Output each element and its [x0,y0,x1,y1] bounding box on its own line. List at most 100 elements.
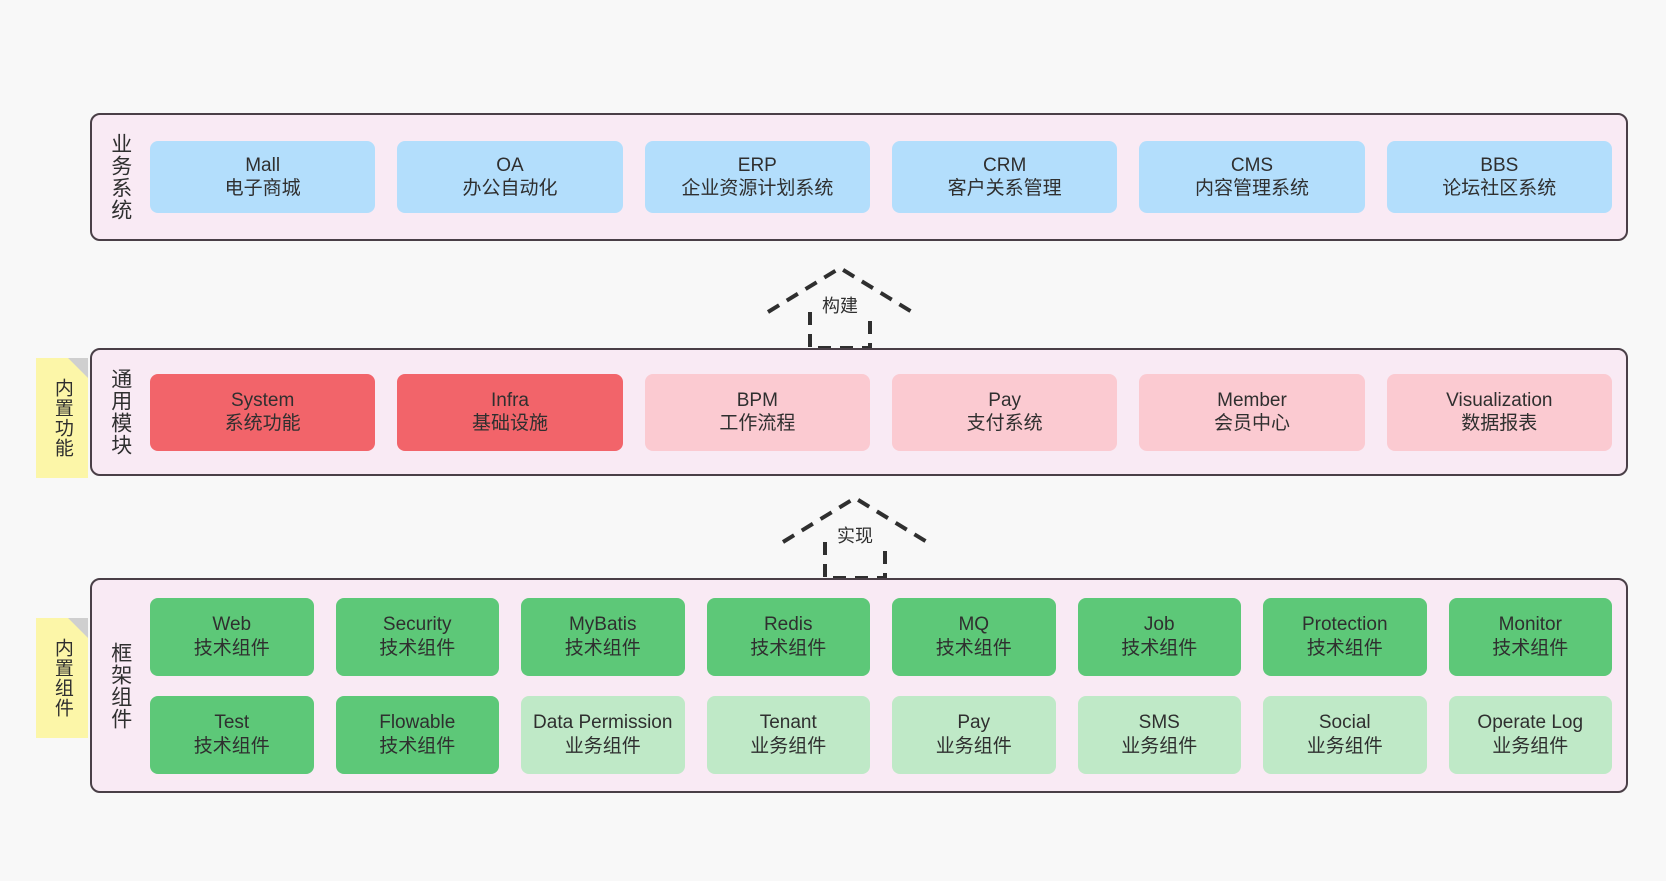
node-label-cn: 系统功能 [224,413,301,434]
node-cms[interactable]: CMS 内容管理系统 [1139,141,1365,213]
node-label-en: Pay [957,712,991,734]
node-label-en: Security [382,614,452,636]
node-oa[interactable]: OA 办公自动化 [397,141,623,213]
node-label-en: Mall [245,154,281,176]
node-label-cn: 技术组件 [379,637,456,659]
note-fold-icon [68,618,88,638]
node-label-cn: 技术组件 [379,735,456,757]
node-label-en: Web [212,614,252,636]
node-system[interactable]: System 系统功能 [150,373,376,451]
node-bpm[interactable]: BPM 工作流程 [644,373,870,451]
node-row: System 系统功能 Infra 基础设施 BPM 工作流程 Pay 支付系统… [150,373,1612,451]
node-label-en: CMS [1230,154,1274,176]
node-label-en: Job [1143,614,1175,636]
node-label-cn: 技术组件 [1121,637,1198,659]
node-pay-module[interactable]: Pay 支付系统 [891,373,1118,451]
node-label-en: Data Permission [533,712,673,734]
node-social[interactable]: Social 业务组件 [1263,695,1427,774]
node-job[interactable]: Job 技术组件 [1077,597,1241,676]
node-web[interactable]: Web 技术组件 [150,597,314,676]
node-label-cn: 内容管理系统 [1194,178,1309,199]
connector-label-realize: 实现 [835,522,875,548]
node-tenant[interactable]: Tenant 业务组件 [706,695,870,774]
note-label: 内置功能 [51,378,73,458]
node-label-cn: 技术组件 [193,735,270,757]
node-security[interactable]: Security 技术组件 [335,597,499,676]
node-label-en: Visualization [1446,389,1553,411]
node-label-cn: 技术组件 [935,637,1012,659]
node-label-cn: 业务组件 [564,735,641,757]
node-label-cn: 企业资源计划系统 [681,178,834,199]
node-label-en: SMS [1138,712,1180,734]
node-infra[interactable]: Infra 基础设施 [397,373,623,451]
layer-common-modules[interactable]: 通用模块 System 系统功能 Infra 基础设施 BPM 工作流程 Pay… [90,348,1628,476]
layer-business-systems[interactable]: 业务系统 Mall 电子商城 OA 办公自动化 ERP 企业资源计划系统 CRM… [90,113,1628,241]
node-label-en: Protection [1301,614,1388,636]
node-label-en: Redis [763,614,813,636]
node-label-en: Flowable [379,712,456,734]
node-label-en: ERP [737,154,777,176]
node-label-en: Infra [490,389,529,411]
layer-body-common: System 系统功能 Infra 基础设施 BPM 工作流程 Pay 支付系统… [142,350,1626,474]
node-label-cn: 基础设施 [471,413,548,434]
node-label-en: BBS [1480,154,1519,176]
connector-build: 构建 [760,260,920,352]
note-label: 内置组件 [51,638,73,718]
layer-title-framework: 框架组件 [108,641,132,730]
node-label-cn: 技术组件 [1306,637,1383,659]
node-crm[interactable]: CRM 客户关系管理 [891,141,1118,213]
node-label-cn: 会员中心 [1213,413,1290,434]
node-erp[interactable]: ERP 企业资源计划系统 [644,141,870,213]
node-operate-log[interactable]: Operate Log 业务组件 [1448,695,1612,774]
connector-realize: 实现 [775,490,935,582]
node-data-permission[interactable]: Data Permission 业务组件 [521,695,685,774]
node-label-cn: 技术组件 [750,637,827,659]
node-label-cn: 办公自动化 [462,178,558,199]
node-label-cn: 业务组件 [1492,735,1569,757]
node-label-en: Social [1318,712,1371,734]
layer-framework-components[interactable]: 框架组件 Web 技术组件 Security 技术组件 MyBatis 技术组件… [90,578,1628,793]
node-label-cn: 电子商城 [224,178,301,199]
layer-body-business: Mall 电子商城 OA 办公自动化 ERP 企业资源计划系统 CRM 客户关系… [142,115,1626,239]
node-label-en: Member [1217,389,1287,411]
node-test[interactable]: Test 技术组件 [150,695,314,774]
node-sms[interactable]: SMS 业务组件 [1077,695,1241,774]
node-row: Web 技术组件 Security 技术组件 MyBatis 技术组件 Redi… [150,597,1612,676]
node-label-cn: 业务组件 [750,735,827,757]
node-label-en: MyBatis [568,614,637,636]
node-label-cn: 技术组件 [1492,637,1569,659]
layer-body-framework: Web 技术组件 Security 技术组件 MyBatis 技术组件 Redi… [142,580,1626,791]
node-label-en: Tenant [759,712,817,734]
node-label-cn: 技术组件 [564,637,641,659]
node-label-en: CRM [983,154,1027,176]
note-fold-icon [68,358,88,378]
node-label-cn: 业务组件 [1306,735,1383,757]
node-label-en: Monitor [1498,614,1562,636]
node-bbs[interactable]: BBS 论坛社区系统 [1386,141,1612,213]
node-row: Mall 电子商城 OA 办公自动化 ERP 企业资源计划系统 CRM 客户关系… [150,141,1612,213]
node-label-cn: 业务组件 [1121,735,1198,757]
connector-label-build: 构建 [820,292,860,318]
node-label-en: Test [214,712,250,734]
node-protection[interactable]: Protection 技术组件 [1263,597,1427,676]
node-member[interactable]: Member 会员中心 [1139,373,1365,451]
node-label-en: System [230,389,295,411]
node-label-en: MQ [958,614,990,636]
node-mall[interactable]: Mall 电子商城 [150,141,376,213]
layer-title-business: 业务系统 [108,133,132,221]
note-built-in-functions: 内置功能 [36,358,88,478]
note-built-in-components: 内置组件 [36,618,88,738]
node-mybatis[interactable]: MyBatis 技术组件 [521,597,685,676]
node-monitor[interactable]: Monitor 技术组件 [1448,597,1612,676]
node-flowable[interactable]: Flowable 技术组件 [335,695,499,774]
node-redis[interactable]: Redis 技术组件 [706,597,870,676]
node-mq[interactable]: MQ 技术组件 [892,597,1056,676]
node-label-cn: 技术组件 [193,637,270,659]
node-visualization[interactable]: Visualization 数据报表 [1386,373,1612,451]
node-pay-component[interactable]: Pay 业务组件 [892,695,1056,774]
node-label-cn: 论坛社区系统 [1442,178,1557,199]
node-label-cn: 客户关系管理 [947,178,1062,199]
node-row: Test 技术组件 Flowable 技术组件 Data Permission … [150,695,1612,774]
node-label-cn: 支付系统 [966,413,1043,434]
